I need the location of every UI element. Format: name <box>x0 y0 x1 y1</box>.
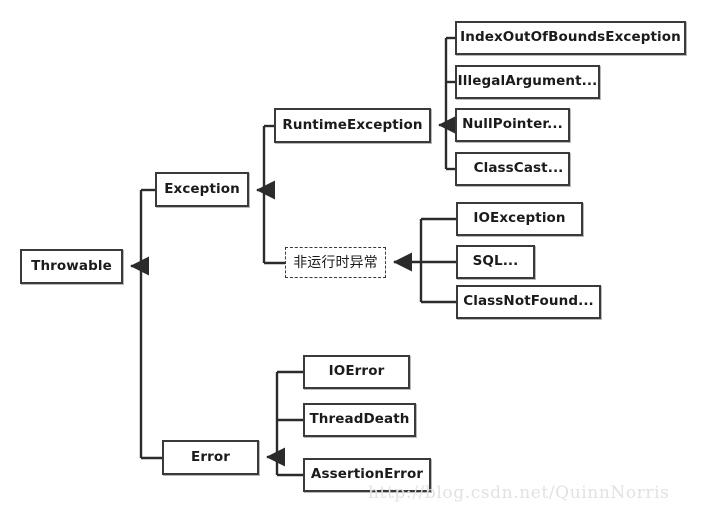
node-label-assertionerror: AssertionError <box>310 466 424 483</box>
edge-runtime-trunk <box>438 36 458 171</box>
node-throwable: Throwable <box>20 249 123 284</box>
node-ioerror: IOError <box>303 355 410 389</box>
node-nullpointer: NullPointer... <box>455 108 570 142</box>
node-classcast: ClassCast... <box>455 152 570 186</box>
edge-throwable-trunk <box>130 188 162 460</box>
node-nonruntime: 非运行时异常 <box>285 247 386 278</box>
node-label-classcast: ClassCast... <box>473 160 564 177</box>
node-error: Error <box>162 440 259 475</box>
node-threaddeath: ThreadDeath <box>303 403 416 437</box>
node-label-ioobe: IndexOutOfBoundsException <box>460 29 681 46</box>
node-assertionerror: AssertionError <box>303 458 431 492</box>
node-label-nullpointer: NullPointer... <box>462 116 563 133</box>
node-label-ioerror: IOError <box>328 363 385 380</box>
node-ioobe: IndexOutOfBoundsException <box>455 21 686 55</box>
node-label-threaddeath: ThreadDeath <box>309 411 410 428</box>
node-classnotfound: ClassNotFound... <box>456 285 601 319</box>
node-label-illegalarg: IllegalArgument... <box>457 73 598 90</box>
node-illegalarg: IllegalArgument... <box>455 65 600 99</box>
watermark-url: http://blog.csdn.net/QuinnNorris <box>368 483 670 503</box>
node-sql: SQL... <box>456 245 535 279</box>
node-label-exception: Exception <box>164 180 240 197</box>
node-label-nonruntime: 非运行时异常 <box>293 254 378 271</box>
edge-exception-trunk <box>256 124 285 265</box>
node-label-classnotfound: ClassNotFound... <box>463 293 594 310</box>
node-ioexception: IOException <box>456 202 583 236</box>
node-label-runtime: RuntimeException <box>282 116 423 133</box>
node-label-sql: SQL... <box>472 253 519 270</box>
node-label-throwable: Throwable <box>31 257 112 274</box>
edge-error-trunk <box>266 370 303 477</box>
node-runtime: RuntimeException <box>274 108 431 143</box>
node-exception: Exception <box>155 172 249 207</box>
edge-nonruntime-trunk <box>393 217 456 304</box>
node-label-error: Error <box>191 448 230 465</box>
node-label-ioexception: IOException <box>473 210 566 227</box>
